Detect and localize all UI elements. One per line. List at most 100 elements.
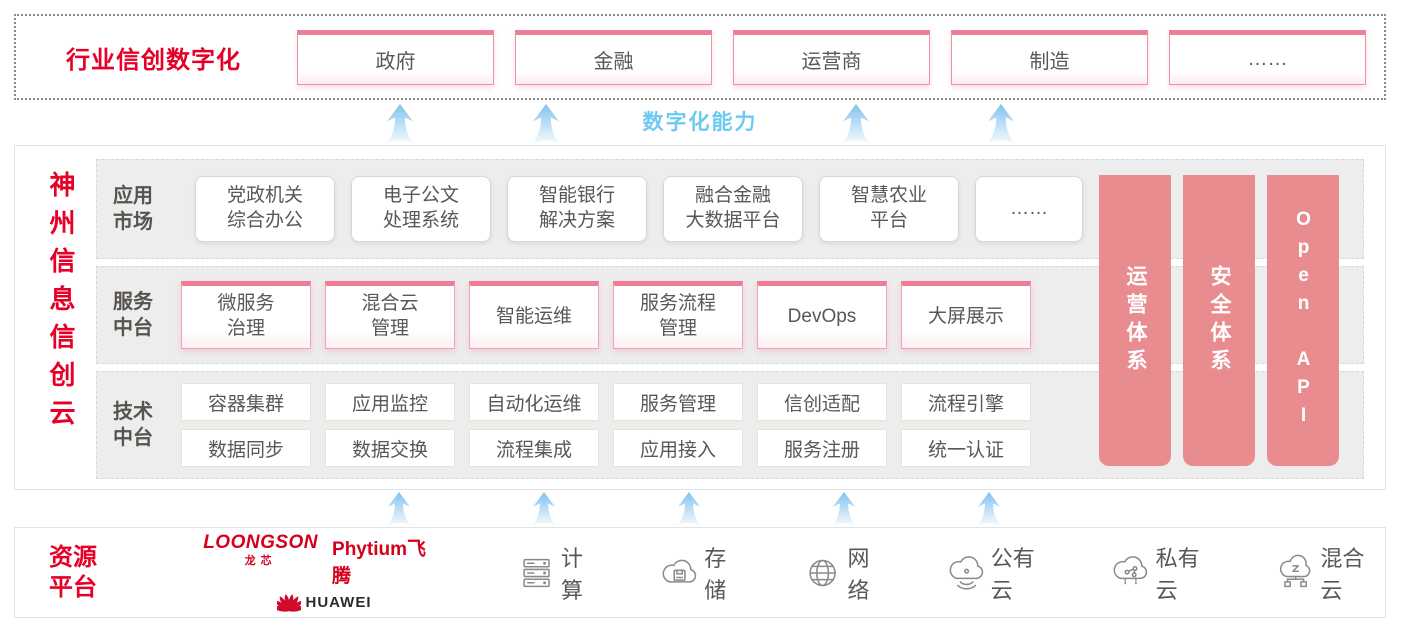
app-card: 智能银行解决方案 bbox=[507, 176, 647, 242]
huawei-wordmark: HUAWEI bbox=[305, 593, 372, 611]
storage-cloud-icon bbox=[660, 553, 699, 593]
resource-item-label: 存储 bbox=[704, 545, 727, 603]
card-line: 混合云 bbox=[361, 293, 419, 315]
card-line: 治理 bbox=[226, 318, 265, 339]
tech-card: 流程集成 bbox=[469, 429, 599, 467]
capability-label: 数字化能力 bbox=[642, 111, 758, 134]
app-cards: 党政机关综合办公 电子公文处理系统 智能银行解决方案 融合金融大数据平台 智慧农… bbox=[195, 176, 1083, 242]
app-card-more: …… bbox=[975, 176, 1083, 242]
card-line: DevOps bbox=[787, 305, 857, 327]
loongson-wordmark: LOONGSON bbox=[203, 532, 319, 553]
resource-item-hybrid-cloud: 混合云 bbox=[1276, 541, 1385, 605]
up-arrow-icon bbox=[972, 492, 1006, 526]
card-line: 综合办公 bbox=[226, 210, 303, 231]
vendor-logos: LOONGSON 龙芯 Phytium飞腾 bbox=[203, 532, 445, 613]
service-card: 大屏展示 bbox=[901, 281, 1031, 349]
resource-item-private-cloud: 私有云 bbox=[1111, 541, 1220, 605]
service-card: DevOps bbox=[757, 281, 887, 349]
network-globe-icon bbox=[803, 553, 842, 593]
resource-item-label: 私有云 bbox=[1155, 545, 1200, 603]
public-cloud-icon bbox=[947, 553, 986, 593]
tech-row: 容器集群 应用监控 自动化运维 服务管理 信创适配 流程引擎 bbox=[181, 383, 1031, 421]
app-card: 融合金融大数据平台 bbox=[663, 176, 803, 242]
phytium-logo: Phytium飞腾 bbox=[332, 539, 426, 587]
industry-banner: 行业信创数字化 政府 金融 运营商 制造 …… bbox=[14, 14, 1386, 100]
loongson-cn-label: 龙芯 bbox=[244, 555, 277, 567]
industry-banner-title: 行业信创数字化 bbox=[66, 46, 241, 74]
tech-card: 流程引擎 bbox=[901, 383, 1031, 421]
resource-items: 计算 存储 bbox=[517, 541, 1385, 605]
resource-title-line: 资源 bbox=[49, 543, 97, 571]
up-arrow-icon bbox=[983, 104, 1019, 144]
resource-item-label: 网络 bbox=[847, 545, 870, 603]
service-card: 微服务治理 bbox=[181, 281, 311, 349]
sector-card-manufacturing: 制造 bbox=[951, 29, 1148, 85]
card-line: 智能运维 bbox=[495, 305, 572, 327]
service-card: 混合云管理 bbox=[325, 281, 455, 349]
card-line: 电子公文 bbox=[382, 185, 459, 207]
resource-item-storage: 存储 bbox=[660, 541, 747, 605]
card-line: 智能银行 bbox=[538, 185, 615, 207]
card-line: 融合金融 bbox=[694, 185, 771, 207]
service-cards: 微服务治理 混合云管理 智能运维 服务流程管理 DevOps 大屏展示 bbox=[181, 281, 1031, 349]
band-tech: 技术 中台 容器集群 应用监控 自动化运维 服务管理 信创适配 流程引擎 数据同… bbox=[96, 371, 1364, 479]
card-line: …… bbox=[1010, 197, 1048, 219]
tech-card: 数据交换 bbox=[325, 429, 455, 467]
card-line: 智慧农业 bbox=[850, 185, 927, 207]
tech-card: 服务管理 bbox=[613, 383, 743, 421]
sector-card-government: 政府 bbox=[297, 29, 494, 85]
up-arrow-icon bbox=[838, 104, 874, 144]
app-card: 党政机关综合办公 bbox=[195, 176, 335, 242]
up-arrow-icon bbox=[672, 492, 706, 526]
up-arrow-icon bbox=[528, 104, 564, 144]
band-label-tech: 技术 中台 bbox=[113, 399, 159, 451]
resource-item-label: 计算 bbox=[561, 545, 584, 603]
platform-box: 神州信息信创云 应用 市场 党政机关综合办公 电子公文处理系统 智能银行解决方案… bbox=[14, 145, 1386, 490]
vendor-row: LOONGSON 龙芯 Phytium飞腾 bbox=[203, 532, 445, 588]
tech-row: 数据同步 数据交换 流程集成 应用接入 服务注册 统一认证 bbox=[181, 429, 1031, 467]
resource-box: 资源 平台 LOONGSON 龙芯 Phytium飞腾 bbox=[14, 527, 1386, 618]
server-icon bbox=[517, 553, 556, 593]
up-arrow-icon bbox=[827, 492, 861, 526]
card-line: 大屏展示 bbox=[927, 305, 1004, 327]
pillar-open-api: Open API bbox=[1267, 175, 1339, 466]
platform-title: 神州信息信创云 bbox=[46, 171, 76, 437]
resource-title: 资源 平台 bbox=[49, 543, 108, 603]
tech-grid: 容器集群 应用监控 自动化运维 服务管理 信创适配 流程引擎 数据同步 数据交换… bbox=[181, 383, 1031, 467]
tech-card: 自动化运维 bbox=[469, 383, 599, 421]
resource-title-line: 平台 bbox=[49, 573, 97, 601]
sector-card-finance: 金融 bbox=[515, 29, 712, 85]
up-arrow-icon bbox=[527, 492, 561, 526]
tech-card: 应用接入 bbox=[613, 429, 743, 467]
band-label-line: 中台 bbox=[113, 427, 153, 449]
sector-card-more: …… bbox=[1169, 29, 1366, 85]
band-label-app-market: 应用 市场 bbox=[113, 183, 159, 235]
app-card: 电子公文处理系统 bbox=[351, 176, 491, 242]
service-card: 服务流程管理 bbox=[613, 281, 743, 349]
band-label-service: 服务 中台 bbox=[113, 289, 159, 341]
resource-item-network: 网络 bbox=[803, 541, 890, 605]
card-line: 管理 bbox=[370, 318, 409, 339]
tech-card: 应用监控 bbox=[325, 383, 455, 421]
sector-card-operator: 运营商 bbox=[733, 29, 930, 85]
card-line: 大数据平台 bbox=[685, 210, 781, 231]
card-line: 解决方案 bbox=[538, 210, 615, 231]
card-line: 处理系统 bbox=[382, 210, 459, 231]
service-card: 智能运维 bbox=[469, 281, 599, 349]
card-line: 平台 bbox=[869, 210, 908, 231]
resource-item-public-cloud: 公有云 bbox=[947, 541, 1056, 605]
up-arrow-icon bbox=[382, 492, 416, 526]
band-app-market: 应用 市场 党政机关综合办公 电子公文处理系统 智能银行解决方案 融合金融大数据… bbox=[96, 159, 1364, 259]
tech-card: 信创适配 bbox=[757, 383, 887, 421]
band-service: 服务 中台 微服务治理 混合云管理 智能运维 服务流程管理 DevOps 大屏展… bbox=[96, 266, 1364, 364]
pillar-operations: 运营体系 bbox=[1099, 175, 1171, 466]
card-line: 服务流程 bbox=[639, 293, 716, 315]
band-label-line: 中台 bbox=[113, 317, 153, 339]
huawei-flower-icon bbox=[276, 594, 301, 612]
pillar-security: 安全体系 bbox=[1183, 175, 1255, 466]
resource-item-compute: 计算 bbox=[517, 541, 604, 605]
band-label-line: 服务 bbox=[113, 291, 153, 313]
tech-card: 数据同步 bbox=[181, 429, 311, 467]
band-label-line: 应用 bbox=[113, 185, 153, 207]
